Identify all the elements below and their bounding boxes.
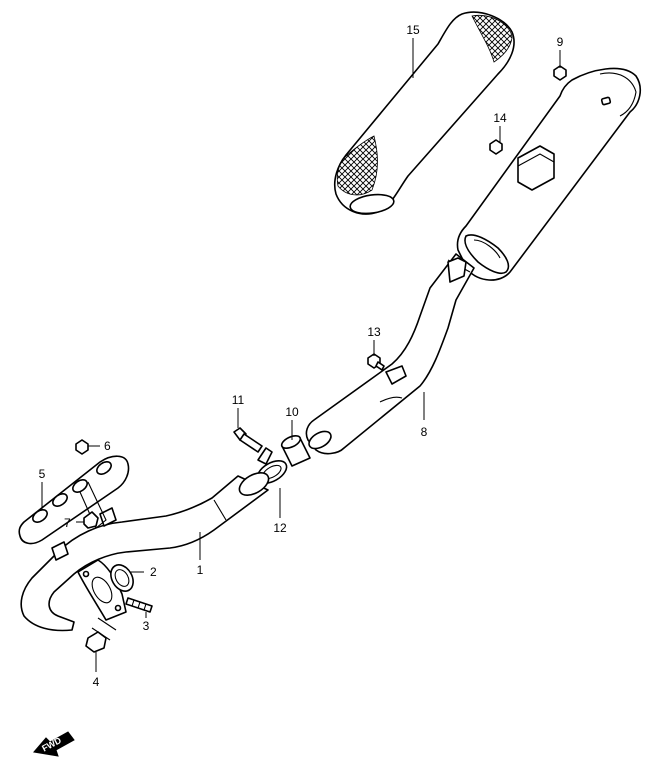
callout-4: 4: [93, 675, 100, 689]
callout-6: 6: [104, 439, 111, 453]
part-8-connector-pipe[interactable]: [305, 253, 475, 455]
arrow-left-icon: [33, 731, 75, 757]
part-2-exhaust-gasket[interactable]: [106, 561, 137, 595]
part-7-shield-nut[interactable]: [83, 511, 99, 529]
callout-13: 13: [367, 325, 381, 339]
part-13-pipe-bolt[interactable]: [367, 353, 385, 371]
callout-7: 7: [64, 516, 71, 530]
part-3-stud-bolt[interactable]: [125, 597, 153, 613]
part-11-clamp-bolt[interactable]: [233, 427, 263, 453]
part-15-muffler-cover[interactable]: [333, 11, 515, 216]
part-10-gasket[interactable]: [280, 433, 311, 467]
callout-9: 9: [557, 35, 564, 49]
fwd-direction-badge: FWD: [33, 731, 75, 757]
callout-5: 5: [39, 467, 46, 481]
part-1-pipe-flange[interactable]: [77, 559, 127, 621]
callout-3: 3: [143, 619, 150, 633]
part-8-silencer-body[interactable]: [456, 67, 642, 281]
callout-10: 10: [285, 405, 299, 419]
callout-labels: 15 9 14 13 8 10 11 12 1 2 3 4 5 6 7: [39, 23, 564, 689]
callout-1: 1: [197, 563, 204, 577]
part-4-nut[interactable]: [85, 631, 107, 653]
part-9-silencer-bolt[interactable]: [553, 65, 567, 81]
part-6-shield-bolt[interactable]: [75, 439, 89, 455]
callout-14: 14: [493, 111, 507, 125]
callout-15: 15: [406, 23, 420, 37]
callout-8: 8: [421, 425, 428, 439]
callout-11: 11: [232, 393, 245, 407]
part-5-heat-shield[interactable]: [18, 455, 130, 545]
callout-2: 2: [150, 565, 157, 579]
part-14-cover-bolt[interactable]: [489, 139, 503, 155]
callout-12: 12: [273, 521, 287, 535]
leader-lines: [41, 38, 561, 672]
